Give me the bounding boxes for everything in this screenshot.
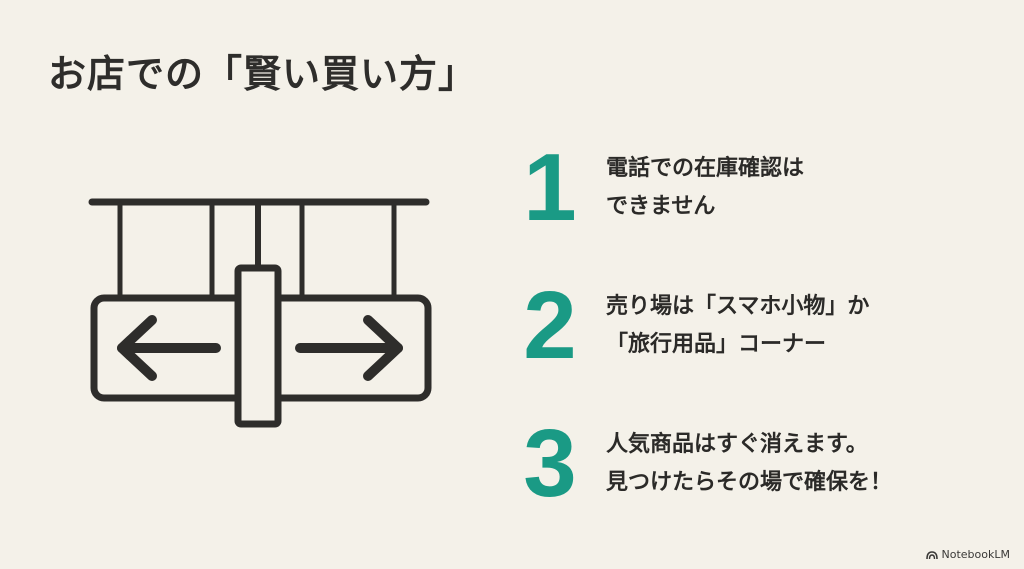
step-3: 3 人気商品はすぐ消えます。 見つけたらその場で確保を！	[510, 416, 892, 512]
step-text-line: 電話での在庫確認は	[606, 156, 805, 181]
step-text-line: 人気商品はすぐ消えます。	[606, 432, 868, 457]
step-text: 人気商品はすぐ消えます。 見つけたらその場で確保を！	[606, 426, 892, 502]
step-1: 1 電話での在庫確認は できません	[510, 140, 804, 236]
step-number: 3	[523, 410, 577, 517]
directional-signpost-icon	[88, 198, 432, 428]
step-text-line: 売り場は「スマホ小物」か	[606, 294, 870, 319]
footer-watermark: NotebookLM	[925, 548, 1010, 561]
step-number: 1	[523, 134, 577, 241]
step-text-line: 見つけたらその場で確保を！	[606, 470, 893, 495]
step-text-line: 「旅行用品」コーナー	[606, 332, 827, 357]
step-number: 2	[523, 272, 577, 379]
notebooklm-logo-icon	[925, 550, 938, 559]
footer-label: NotebookLM	[941, 548, 1010, 561]
step-text: 電話での在庫確認は できません	[606, 150, 804, 226]
step-text: 売り場は「スマホ小物」か 「旅行用品」コーナー	[606, 288, 869, 364]
page-title: お店での「賢い買い方」	[48, 52, 478, 96]
step-text-line: できません	[606, 194, 716, 219]
signpost-illustration	[86, 196, 436, 432]
step-2: 2 売り場は「スマホ小物」か 「旅行用品」コーナー	[510, 278, 869, 374]
